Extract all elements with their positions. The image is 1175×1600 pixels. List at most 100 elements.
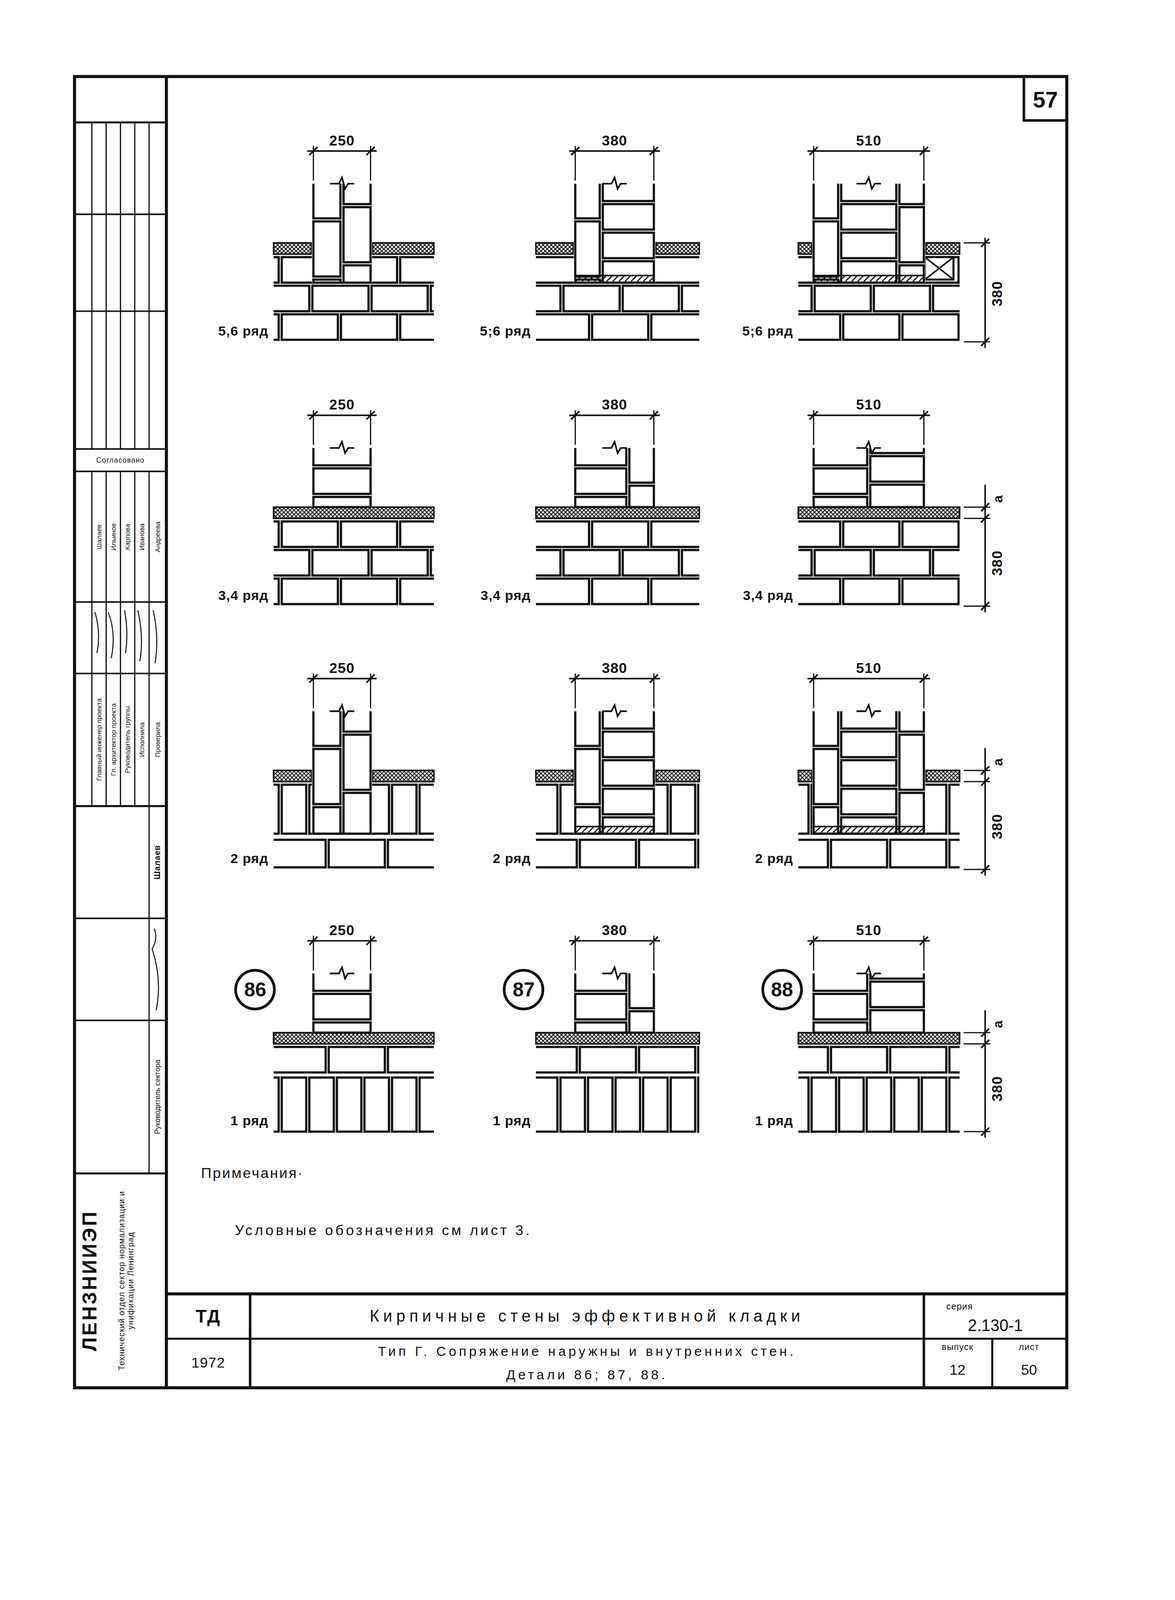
- pier-base-line: [812, 832, 925, 835]
- wall-masonry: [798, 521, 960, 605]
- brick: [682, 550, 700, 576]
- brick: [391, 784, 417, 834]
- course-label: 2 ряд: [230, 851, 269, 866]
- brick: [830, 839, 888, 868]
- brick: [638, 1047, 696, 1073]
- dimension-label: 380: [601, 397, 628, 414]
- callout-number: 88: [770, 979, 793, 1000]
- frame-line: [248, 1293, 252, 1388]
- course-label: 5;6 ряд: [479, 323, 531, 338]
- break-mark: [329, 967, 355, 980]
- department-name: Технический отдел сектор нормализации и …: [117, 1190, 136, 1371]
- brick: [579, 839, 637, 868]
- dimension-tick: [571, 937, 580, 946]
- pier-masonry: [813, 447, 925, 507]
- brick: [841, 711, 897, 729]
- pier-base-line: [312, 832, 372, 835]
- dimension-tick: [571, 411, 580, 420]
- brick: [813, 496, 868, 508]
- dimension-tick: [980, 238, 989, 247]
- series-number: 2.130-1: [967, 1316, 1023, 1335]
- dimension-tick: [649, 146, 658, 155]
- brick: [536, 285, 561, 312]
- brick: [798, 285, 812, 312]
- brick: [328, 839, 386, 868]
- brick: [536, 578, 590, 605]
- brick: [273, 1077, 279, 1132]
- brick: [430, 550, 434, 576]
- stamp-name: Андреева: [154, 521, 162, 552]
- brick: [798, 1077, 809, 1132]
- brick: [921, 784, 947, 834]
- brick: [841, 183, 897, 202]
- drawing-title: Кирпичные стены эффективной кладки: [369, 1307, 805, 1326]
- dimension-tick: [980, 1039, 989, 1048]
- brick: [343, 265, 371, 283]
- pier-base-line: [812, 1031, 925, 1034]
- brick: [602, 760, 654, 787]
- callout-circle: 88: [761, 969, 803, 1011]
- signatures: [95, 610, 159, 1011]
- stamp-field: выпуск: [941, 1342, 974, 1353]
- stamp-value: 12: [949, 1362, 966, 1379]
- stamp-name: Карпова: [123, 523, 132, 551]
- brick: [400, 257, 434, 283]
- frame-line: [74, 1172, 167, 1175]
- brick: [933, 550, 960, 576]
- dimension-label: 250: [329, 132, 355, 149]
- wall-masonry: [273, 521, 434, 605]
- wall-masonry: [536, 257, 700, 340]
- frame-line: [105, 122, 107, 450]
- brick: [575, 1022, 627, 1034]
- wall-masonry: [273, 1047, 434, 1132]
- dimension-line: [307, 414, 377, 416]
- brick: [313, 711, 341, 747]
- brick: [870, 456, 925, 483]
- brick: [899, 711, 924, 732]
- notes-heading: Примечания·: [200, 1165, 304, 1182]
- insulation-layer: [273, 770, 312, 782]
- brick: [615, 1077, 640, 1132]
- masonry-detail: [696, 410, 1049, 613]
- brick: [602, 183, 654, 202]
- insulation-layer: [536, 242, 574, 255]
- brick: [843, 578, 900, 605]
- brick: [328, 1047, 386, 1073]
- dimension-tick: [980, 337, 989, 347]
- brick: [921, 1077, 947, 1132]
- dimension-line: [569, 678, 661, 680]
- brick: [622, 550, 679, 576]
- brick: [629, 1011, 654, 1034]
- brick: [841, 788, 897, 815]
- pier-base-line: [312, 281, 372, 284]
- brick: [798, 314, 841, 341]
- wall-masonry: [273, 784, 434, 868]
- brick: [602, 788, 654, 815]
- dimension-tick: [571, 146, 580, 155]
- insulation-layer: [273, 1032, 434, 1044]
- stamp-role: Проверила: [154, 722, 162, 758]
- brick: [575, 711, 600, 747]
- brick: [536, 550, 561, 576]
- brick: [933, 285, 960, 312]
- frame-line: [148, 806, 150, 1175]
- masonry-detail: [461, 935, 755, 1132]
- dimension-label: 510: [856, 660, 882, 677]
- dimension-label: 380: [601, 922, 628, 939]
- dimension-line: [807, 940, 930, 942]
- insulation-layer: [273, 507, 434, 519]
- brick: [698, 784, 700, 834]
- brick: [273, 550, 310, 576]
- brick: [592, 521, 649, 548]
- dimension-tick: [980, 865, 989, 874]
- break-mark: [602, 967, 627, 980]
- brick: [841, 232, 897, 259]
- brick: [273, 1047, 326, 1073]
- frame-line: [105, 471, 107, 807]
- insulation-layer: [536, 1032, 700, 1044]
- frame-line: [134, 122, 136, 450]
- brick: [813, 993, 868, 1020]
- frame-line: [74, 917, 167, 920]
- masonry-detail: [210, 673, 504, 868]
- callout-circle: 87: [502, 969, 545, 1011]
